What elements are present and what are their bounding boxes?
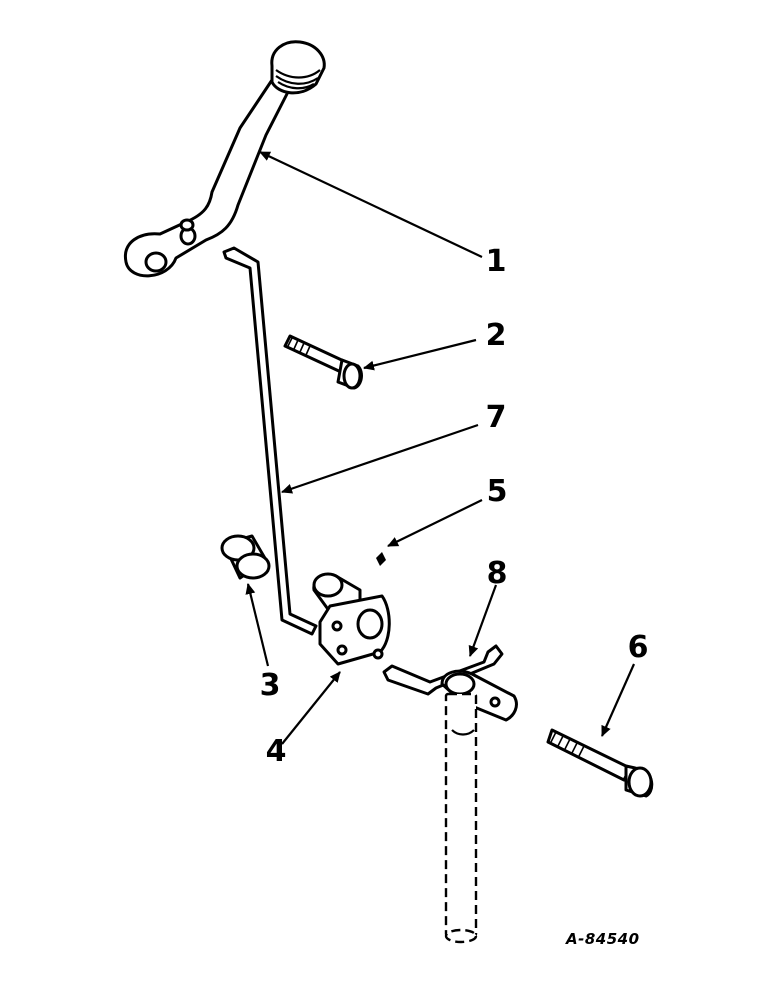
leader-lines <box>245 151 636 745</box>
callout-3: 3 <box>259 668 281 703</box>
part-7-control-rod <box>222 246 318 636</box>
callout-6: 6 <box>627 630 649 665</box>
callout-2: 2 <box>485 318 507 353</box>
part-3-bushing <box>220 534 271 580</box>
drawing-reference-number: A-84540 <box>566 930 640 948</box>
callout-5: 5 <box>486 474 508 509</box>
part-5-small-part <box>376 552 386 566</box>
callout-4: 4 <box>265 734 287 769</box>
part-1-shift-lever <box>123 40 326 278</box>
callout-8: 8 <box>486 556 508 591</box>
callout-7: 7 <box>485 400 507 435</box>
shift-shaft-reference <box>440 669 518 944</box>
callout-1: 1 <box>485 244 507 279</box>
part-8-bent-link <box>382 644 504 696</box>
part-4-pivot-bracket <box>312 572 391 666</box>
part-6-long-bolt <box>546 728 654 798</box>
part-2-bolt <box>283 334 363 390</box>
